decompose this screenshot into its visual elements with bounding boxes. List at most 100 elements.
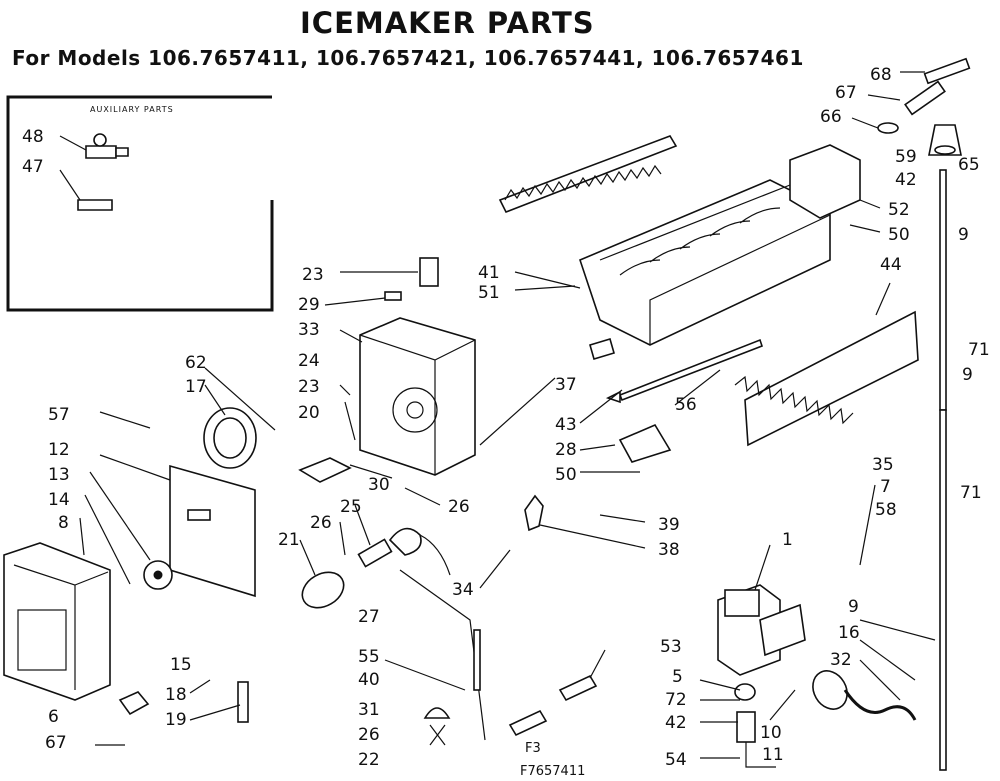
callout-15: 15 — [170, 655, 192, 675]
callout-5: 5 — [672, 667, 683, 687]
callout-72: 72 — [665, 690, 687, 710]
auxiliary-parts-inset: AUXILIARY PARTS — [6, 95, 274, 312]
callout-30: 30 — [368, 475, 390, 495]
callout-8: 8 — [58, 513, 69, 533]
callout-20: 20 — [298, 403, 320, 423]
callout-59: 59 — [895, 147, 917, 167]
valve-body-48 — [85, 145, 117, 159]
bracket-52 — [789, 144, 861, 219]
callout-50-mid: 50 — [555, 465, 577, 485]
stripper-44 — [734, 310, 919, 447]
callout-50-top: 50 — [888, 225, 910, 245]
callout-23-b: 23 — [298, 377, 320, 397]
fill-cup-assembly — [877, 57, 971, 156]
callout-22: 22 — [358, 750, 380, 770]
callout-32: 32 — [830, 650, 852, 670]
bracket-38 — [524, 494, 544, 532]
callout-6: 6 — [48, 707, 59, 727]
callout-54: 54 — [665, 750, 687, 770]
fitting-31 — [423, 707, 451, 719]
callout-53: 53 — [660, 637, 682, 657]
inset-label: AUXILIARY PARTS — [90, 105, 174, 114]
callout-27: 27 — [358, 607, 380, 627]
leader-lines — [79, 71, 936, 759]
switch-clip-24 — [298, 457, 352, 483]
callout-56: 56 — [675, 395, 697, 415]
callout-40: 40 — [358, 670, 380, 690]
fill-tube-rod — [939, 169, 947, 411]
callout-31: 31 — [358, 700, 380, 720]
callout-26-c: 26 — [358, 725, 380, 745]
callout-44: 44 — [880, 255, 902, 275]
callout-19: 19 — [165, 710, 187, 730]
callout-42-top: 42 — [895, 170, 917, 190]
callout-62: 62 — [185, 353, 207, 373]
front-cover-8 — [3, 542, 111, 701]
callout-23-a: 23 — [302, 265, 324, 285]
wire-tie-6 — [118, 691, 150, 716]
shutoff-arm — [939, 409, 947, 771]
callout-51: 51 — [478, 283, 500, 303]
callout-33: 33 — [298, 320, 320, 340]
footer-code-f3: F3 — [525, 741, 541, 756]
callout-41: 41 — [478, 263, 500, 283]
ejector-rack-41 — [498, 135, 678, 214]
callout-55: 55 — [358, 647, 380, 667]
valve-knob — [93, 133, 107, 147]
callout-1: 1 — [782, 530, 793, 550]
callout-18: 18 — [165, 685, 187, 705]
cam-25 — [357, 538, 393, 568]
callout-9-a: 9 — [958, 225, 969, 245]
hose-connector — [508, 709, 548, 737]
valve-fittings — [734, 683, 776, 768]
mold-pin — [589, 338, 615, 360]
callout-12: 12 — [48, 440, 70, 460]
callout-17: 17 — [185, 377, 207, 397]
callout-28: 28 — [555, 440, 577, 460]
callout-25: 25 — [340, 497, 362, 517]
timing-gear-21 — [301, 571, 345, 609]
callout-47: 47 — [22, 157, 44, 177]
callout-11: 11 — [762, 745, 784, 765]
screw-29 — [384, 291, 402, 301]
lever-30 — [388, 527, 422, 556]
callout-35: 35 — [872, 455, 894, 475]
motor-17 — [203, 407, 257, 469]
water-valve-1 — [717, 584, 806, 676]
callout-13: 13 — [48, 465, 70, 485]
callout-71-b: 71 — [960, 483, 982, 503]
pin-19 — [237, 681, 249, 723]
module-housing-33 — [359, 317, 476, 476]
callout-43: 43 — [555, 415, 577, 435]
arm-55 — [473, 629, 481, 691]
callout-10: 10 — [760, 723, 782, 743]
callout-38: 38 — [658, 540, 680, 560]
callout-65: 65 — [958, 155, 980, 175]
callout-48: 48 — [22, 127, 44, 147]
callout-37: 37 — [555, 375, 577, 395]
callout-58: 58 — [875, 500, 897, 520]
bracket-28 — [618, 423, 672, 463]
callout-57: 57 — [48, 405, 70, 425]
callout-67-b: 67 — [45, 733, 67, 753]
callout-39: 39 — [658, 515, 680, 535]
fitting-47 — [77, 199, 113, 211]
diagram-title: ICEMAKER PARTS — [300, 6, 595, 40]
model-list: For Models 106.7657411, 106.7657421, 106… — [12, 46, 804, 70]
footer-part-code: F7657411 — [520, 764, 585, 779]
callout-16: 16 — [838, 623, 860, 643]
callout-24: 24 — [298, 351, 320, 371]
callout-67: 67 — [835, 83, 857, 103]
mounting-plate-12 — [169, 464, 256, 598]
heater-43 — [618, 338, 764, 402]
ice-mold-51 — [579, 179, 831, 360]
callout-42-bottom: 42 — [665, 713, 687, 733]
callout-26-a: 26 — [448, 497, 470, 517]
callout-71-a: 71 — [968, 340, 990, 360]
callout-numbers: 68 67 66 59 65 42 52 50 9 44 71 9 71 41 … — [22, 65, 990, 770]
connector-53 — [558, 674, 598, 702]
switch-23 — [419, 257, 439, 287]
wire-harness-32 — [812, 670, 917, 721]
callout-14: 14 — [48, 490, 70, 510]
